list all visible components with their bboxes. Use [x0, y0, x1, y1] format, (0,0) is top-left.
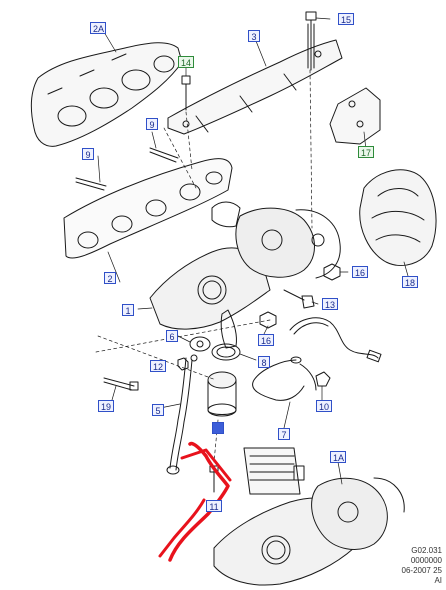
callout-17: 17 [358, 146, 374, 158]
callout-6: 6 [166, 330, 178, 342]
heat-shield-3 [167, 39, 343, 135]
drawing-reference-stamp: G02.031 0000000 06-2007 25 AI [402, 546, 442, 586]
callout-2a: 2A [90, 22, 106, 34]
callout-15: 15 [338, 13, 354, 25]
highlight-mark-tail [158, 448, 232, 558]
callout-11: 11 [206, 500, 222, 512]
gasket-6 [189, 336, 211, 352]
bolt-13 [283, 289, 315, 309]
stud-14 [181, 75, 191, 111]
callout-1a: 1A [330, 451, 346, 463]
callout-7: 7 [278, 428, 290, 440]
bolt-15 [305, 11, 317, 71]
studs-9 [75, 147, 179, 191]
callout-2: 2 [104, 272, 116, 284]
callout-16-lower: 16 [258, 334, 274, 346]
connector-pipe-4 [207, 371, 237, 417]
bolt-19 [103, 377, 139, 391]
oil-feed-pipe [289, 317, 382, 363]
hose-7 [252, 356, 317, 401]
callout-18: 18 [402, 276, 418, 288]
nut-16-upper [323, 263, 341, 281]
bracket-17 [329, 87, 381, 145]
nut-12 [177, 357, 189, 371]
nut-16-lower [259, 311, 277, 329]
callout-10: 10 [316, 400, 332, 412]
turbo-heat-shield-18 [359, 169, 437, 266]
callout-4: 4 [212, 422, 224, 434]
callout-19: 19 [98, 400, 114, 412]
bolt-10 [315, 371, 331, 387]
oil-return-pipe-5 [166, 354, 198, 475]
callout-16-upper: 16 [352, 266, 368, 278]
clamp-8 [211, 343, 241, 361]
stamp-line-2: 0000000 [410, 556, 442, 565]
callout-1: 1 [122, 304, 134, 316]
callout-3: 3 [248, 30, 260, 42]
callout-13: 13 [322, 298, 338, 310]
turbocharger-1a [213, 447, 405, 586]
stamp-line-1: G02.031 [411, 546, 442, 555]
callout-5: 5 [152, 404, 164, 416]
manifold-heat-shield-2a [30, 42, 183, 147]
manifold-gasket-2 [63, 158, 233, 259]
turbocharger-1 [149, 201, 341, 349]
callout-14: 14 [178, 56, 194, 68]
stamp-line-3: 06-2007 25 [401, 566, 442, 575]
stamp-line-4: AI [434, 576, 442, 585]
highlight-mark [168, 441, 230, 562]
callout-9-lower: 9 [82, 148, 94, 160]
callout-12: 12 [150, 360, 166, 372]
callout-8: 8 [258, 356, 270, 368]
callout-9-upper: 9 [146, 118, 158, 130]
